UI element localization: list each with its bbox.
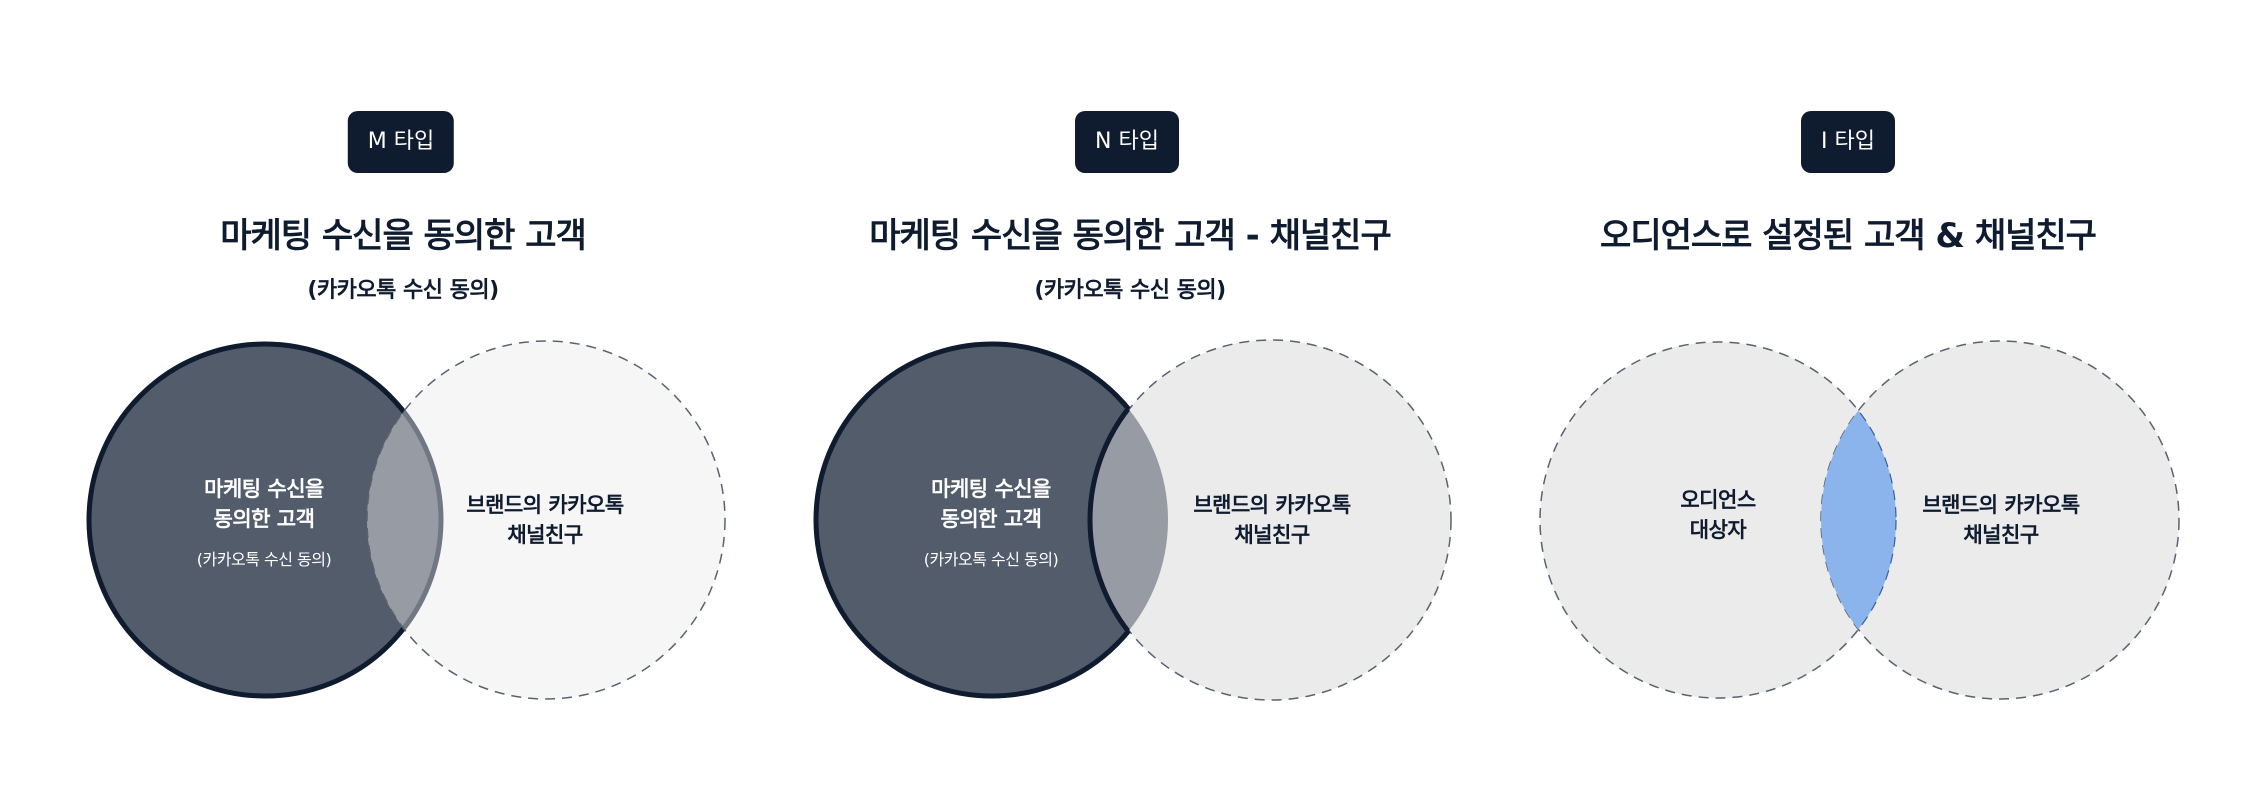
panel-title-i: 오디언스로 설정된 고객 & 채널친구	[1600, 216, 2097, 256]
i-left-circle-label: 오디언스 대상자	[1680, 485, 1756, 545]
n-crescent-inner-edge	[1087, 344, 1168, 696]
m-left-label-line1: 마케팅 수신을	[204, 477, 324, 501]
i-right-label-line2: 채널친구	[1963, 523, 2039, 547]
i-left-label-line2: 대상자	[1689, 518, 1747, 542]
n-left-label-line2: 동의한 고객	[940, 507, 1042, 531]
panel-title-m: 마케팅 수신을 동의한 고객	[220, 216, 587, 256]
i-right-label-line1: 브랜드의 카카오톡	[1922, 493, 2080, 517]
panel-title-n: 마케팅 수신을 동의한 고객 - 채널친구	[869, 216, 1391, 256]
type-badge-i: I 타입	[1801, 111, 1895, 173]
type-badge-n: N 타입	[1075, 111, 1179, 173]
i-lens-edge	[1821, 341, 1897, 699]
n-right-circle-label: 브랜드의 카카오톡 채널친구	[1193, 490, 1351, 550]
m-right-label-line2: 채널친구	[507, 523, 583, 547]
n-left-label-note: (카카오톡 수신 동의)	[923, 550, 1059, 569]
i-right-circle-label: 브랜드의 카카오톡 채널친구	[1922, 490, 2080, 550]
n-left-crescent-marketing-only	[813, 341, 1171, 699]
n-right-label-line1: 브랜드의 카카오톡	[1193, 493, 1351, 517]
venn-n-type	[813, 339, 1452, 701]
type-badge-m: M 타입	[347, 111, 455, 173]
m-left-circle-label: 마케팅 수신을 동의한 고객 (카카오톡 수신 동의)	[196, 474, 332, 570]
n-right-label-line2: 채널친구	[1234, 523, 1310, 547]
m-right-circle-channel-friends	[366, 340, 726, 700]
panel-subtitle-m: (카카오톡 수신 동의)	[307, 278, 499, 303]
venn-i-type	[1539, 340, 2180, 700]
venn-m-type	[86, 340, 726, 700]
m-left-circle-marketing-consent	[86, 341, 444, 699]
m-right-circle-label: 브랜드의 카카오톡 채널친구	[466, 490, 624, 550]
panel-subtitle-n: (카카오톡 수신 동의)	[1034, 278, 1226, 303]
m-right-label-line1: 브랜드의 카카오톡	[466, 493, 624, 517]
m-left-label-line2: 동의한 고객	[213, 507, 315, 531]
m-left-label-note: (카카오톡 수신 동의)	[196, 550, 332, 569]
i-left-label-line1: 오디언스	[1680, 488, 1756, 512]
n-left-label-line1: 마케팅 수신을	[931, 477, 1051, 501]
n-left-circle-label: 마케팅 수신을 동의한 고객 (카카오톡 수신 동의)	[923, 474, 1059, 570]
